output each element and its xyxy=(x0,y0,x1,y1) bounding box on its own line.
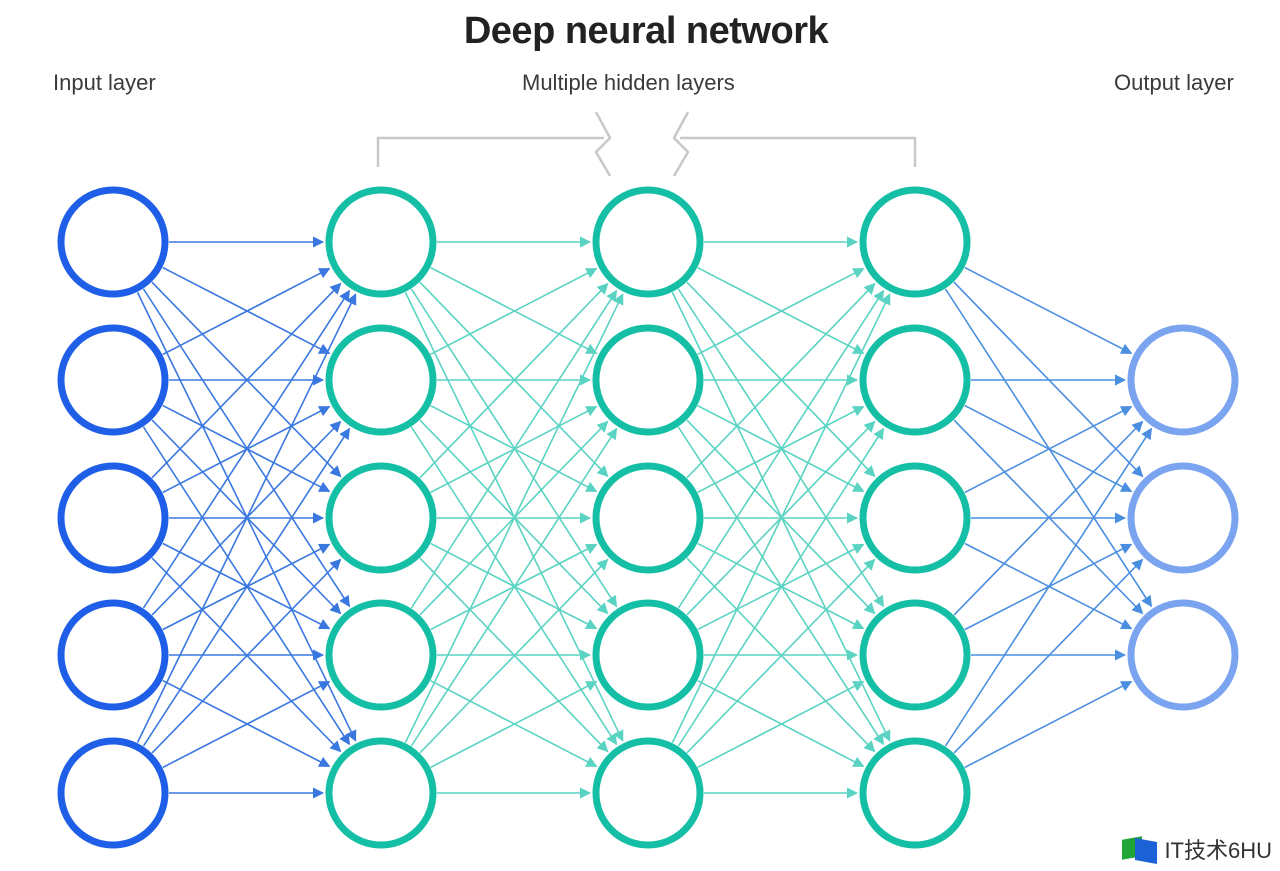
neuron-hidden-1-1 xyxy=(325,186,437,298)
input-layer-label: Input layer xyxy=(53,70,156,95)
connection-hidden-1-1-to-hidden-2-4 xyxy=(410,288,618,608)
connection-hidden-2-5-to-hidden-3-1 xyxy=(671,293,891,743)
connection-input-5-to-hidden-1-4 xyxy=(162,680,331,769)
connection-input-4-to-hidden-1-1 xyxy=(142,289,351,609)
neuron-hidden-3-5 xyxy=(859,737,971,849)
neuron-input-2 xyxy=(57,324,169,436)
neuron-hidden-2-5 xyxy=(592,737,704,849)
connection-hidden-1-5-to-hidden-2-4 xyxy=(430,680,598,769)
connection-hidden-3-3-to-output-3 xyxy=(964,542,1133,630)
connection-hidden-2-5-to-hidden-3-4 xyxy=(697,680,865,769)
connection-input-2-to-hidden-1-4 xyxy=(151,419,342,615)
neuron-input-5 xyxy=(57,737,169,849)
connection-hidden-1-5-to-hidden-2-1 xyxy=(404,293,624,743)
hidden-layers-bracket xyxy=(376,111,917,177)
neuron-hidden-1-3 xyxy=(325,462,437,574)
connection-hidden-1-5-to-hidden-2-2 xyxy=(410,427,618,747)
connections xyxy=(136,236,1153,799)
connection-hidden-1-4-to-hidden-2-1 xyxy=(410,289,618,609)
connection-input-3-to-hidden-1-1 xyxy=(151,282,342,479)
connection-hidden-2-2-to-hidden-3-4 xyxy=(686,419,876,615)
neuron-hidden-3-3 xyxy=(859,462,971,574)
connection-hidden-2-3-to-hidden-3-4 xyxy=(697,542,865,630)
connection-hidden-2-5-to-hidden-3-3 xyxy=(686,558,876,754)
neuron-hidden-3-4 xyxy=(859,599,971,711)
neurons xyxy=(57,186,1239,849)
neuron-output-3 xyxy=(1127,599,1239,711)
connection-hidden-1-3-to-hidden-2-1 xyxy=(419,282,609,479)
connection-hidden-2-2-to-hidden-3-1 xyxy=(697,267,865,356)
connection-hidden-2-3-to-hidden-3-1 xyxy=(686,282,876,479)
neuron-hidden-1-4 xyxy=(325,599,437,711)
connection-hidden-1-2-to-hidden-2-1 xyxy=(430,267,598,356)
connection-hidden-3-2-to-output-2 xyxy=(964,404,1133,493)
watermark: IT技术6HU xyxy=(1122,833,1272,865)
connection-hidden-3-5-to-output-2 xyxy=(953,558,1144,754)
connection-hidden-3-3-to-output-1 xyxy=(964,405,1133,494)
connection-input-3-to-hidden-1-4 xyxy=(162,542,331,630)
connection-hidden-1-3-to-hidden-2-4 xyxy=(430,542,598,630)
neuron-hidden-1-2 xyxy=(325,324,437,436)
neuron-hidden-2-3 xyxy=(592,462,704,574)
connection-hidden-1-5-to-hidden-2-3 xyxy=(419,558,609,754)
connection-input-5-to-hidden-1-2 xyxy=(142,427,351,747)
neuron-hidden-2-2 xyxy=(592,324,704,436)
connection-input-1-to-hidden-1-2 xyxy=(162,266,331,355)
connection-hidden-3-5-to-output-1 xyxy=(944,427,1153,747)
connection-input-5-to-hidden-1-3 xyxy=(151,558,342,754)
neuron-hidden-2-4 xyxy=(592,599,704,711)
neuron-hidden-3-1 xyxy=(859,186,971,298)
neuron-input-4 xyxy=(57,599,169,711)
neuron-hidden-2-1 xyxy=(592,186,704,298)
connection-hidden-1-2-to-hidden-2-4 xyxy=(419,419,609,615)
diagram-title: Deep neural network xyxy=(463,10,829,52)
output-layer-label: Output layer xyxy=(1114,70,1234,95)
connection-hidden-3-5-to-output-3 xyxy=(964,680,1133,769)
hidden-layers-label: Multiple hidden layers xyxy=(522,70,735,95)
connection-hidden-3-2-to-output-3 xyxy=(953,419,1144,615)
neuron-hidden-1-5 xyxy=(325,737,437,849)
bracket-segment-1 xyxy=(376,136,604,167)
bracket-segment-4 xyxy=(680,136,917,167)
connection-input-2-to-hidden-1-1 xyxy=(162,267,331,356)
neuron-input-3 xyxy=(57,462,169,574)
connection-hidden-2-4-to-hidden-3-1 xyxy=(677,289,885,609)
connection-hidden-3-1-to-output-1 xyxy=(964,266,1133,355)
watermark-text: IT技术6HU xyxy=(1164,838,1272,863)
bracket-segment-2 xyxy=(594,111,612,177)
neuron-output-1 xyxy=(1127,324,1239,436)
connection-hidden-3-1-to-output-3 xyxy=(944,288,1153,608)
connection-hidden-3-4-to-output-1 xyxy=(953,420,1144,616)
neuron-hidden-3-2 xyxy=(859,324,971,436)
connection-input-4-to-hidden-1-5 xyxy=(162,679,331,768)
bracket-segment-3 xyxy=(672,111,690,177)
connection-hidden-2-5-to-hidden-3-2 xyxy=(677,427,885,747)
connection-input-1-to-hidden-1-4 xyxy=(142,288,351,608)
neuron-input-1 xyxy=(57,186,169,298)
connection-input-5-to-hidden-1-1 xyxy=(136,293,357,743)
watermark-logo-icon xyxy=(1122,836,1158,864)
neuron-output-2 xyxy=(1127,462,1239,574)
connection-hidden-2-1-to-hidden-3-4 xyxy=(677,288,885,608)
